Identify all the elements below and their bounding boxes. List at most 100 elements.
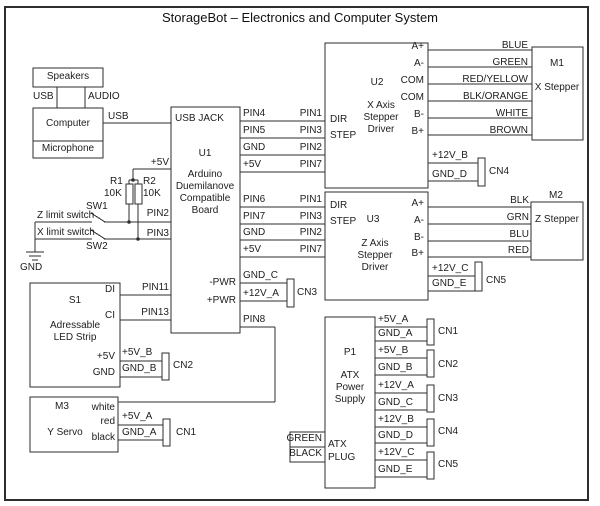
microphone-label: Microphone — [41, 143, 95, 154]
cn1-connector — [162, 418, 171, 447]
m2-wire-blk: BLK — [510, 195, 529, 206]
u1-pin11: PIN11 — [141, 282, 169, 293]
s1-name-2: LED Strip — [53, 332, 97, 343]
m1-wire-green: GREEN — [492, 57, 528, 68]
m3-ref: M3 — [55, 401, 69, 412]
m1-wire-redyellow: RED/YELLOW — [462, 74, 528, 85]
atx-cn5-label: CN5 — [438, 459, 459, 470]
u3-dir-label: DIR — [330, 200, 348, 211]
u3-in-pin1: PIN1 — [299, 194, 322, 205]
p1-ref: P1 — [343, 347, 357, 358]
m2-wire-grn: GRN — [506, 212, 529, 223]
u2-name-1: X Axis — [367, 100, 395, 111]
u3-out-b-plus: B+ — [411, 248, 424, 259]
gnd-e-label: GND_E — [432, 278, 467, 289]
page-title: StorageBot – Electronics and Computer Sy… — [161, 10, 439, 25]
atx-out-5-neg: GND_E — [378, 464, 413, 475]
u3-name-2: Stepper — [357, 250, 393, 261]
microphone-box — [32, 140, 104, 159]
u1-pin5-label: PIN5 — [243, 125, 266, 136]
u2-name-3: Driver — [367, 124, 395, 135]
u3-in-pin7: PIN7 — [299, 244, 322, 255]
u1-gnd1-label: GND — [243, 142, 266, 153]
plug-wire-green: GREEN — [286, 433, 322, 444]
u1-pwr-neg: -PWR — [209, 277, 236, 288]
m1-wire-white: WHITE — [495, 108, 528, 119]
gnd-a-label: GND_A — [122, 427, 157, 438]
usb-jack-label: USB JACK — [175, 113, 224, 124]
s1-name-1: Adressable — [49, 320, 101, 331]
audio-port-label: AUDIO — [88, 91, 120, 102]
u2-in-pin2: PIN2 — [299, 142, 322, 153]
u2-input-wires — [240, 120, 325, 173]
s1-box — [29, 282, 121, 388]
speaker-wires — [56, 87, 86, 108]
pin8-servo-wire — [118, 326, 276, 403]
r2-label: R2 — [143, 176, 156, 187]
m3-name: Y Servo — [47, 427, 83, 438]
switch-sw1 — [35, 212, 171, 223]
cn2-connector — [161, 352, 170, 381]
u3-out-b-minus: B- — [414, 232, 424, 243]
atx-cn1-connector — [426, 318, 435, 346]
gnd-d-label: GND_D — [432, 169, 468, 180]
led-strip-wires — [120, 294, 171, 378]
u1-name-1: Arduino — [187, 169, 223, 180]
u1-pin8-label: PIN8 — [243, 314, 266, 325]
atx-cn2-label: CN2 — [438, 359, 459, 370]
s1-di-pin: DI — [105, 284, 115, 295]
cn4-label: CN4 — [489, 166, 510, 177]
z-limit-label: Z limit switch — [37, 210, 95, 221]
resistor-r1 — [125, 183, 134, 205]
plug-wire-black: BLACK — [289, 448, 322, 459]
m2-ref: M2 — [549, 190, 563, 201]
s1-ci-pin: CI — [105, 310, 115, 321]
ground-symbol — [26, 222, 44, 261]
u1-name-2: Duemilanove — [175, 181, 235, 192]
gnd-b-label: GND_B — [122, 363, 157, 374]
u3-in-pin3: PIN3 — [299, 211, 322, 222]
m2-wire-blu: BLU — [509, 229, 529, 240]
u2-out-com1: COM — [400, 75, 424, 86]
diagram-border — [4, 6, 589, 501]
atx-cn5-connector — [426, 451, 435, 480]
s1-5v-pin: +5V — [96, 351, 115, 362]
s1-ref: S1 — [68, 295, 82, 306]
u3-in-pin2: PIN2 — [299, 227, 322, 238]
m2-wires — [428, 206, 531, 292]
atx-out-2-pos: +5V_B — [378, 345, 409, 356]
u3-ref: U3 — [366, 214, 380, 225]
u2-in-pin7: PIN7 — [299, 159, 322, 170]
cn1-label: CN1 — [176, 427, 197, 438]
u1-pin4-label: PIN4 — [243, 108, 266, 119]
atx-plug-box — [289, 431, 326, 463]
s1-gnd-pin: GND — [92, 367, 115, 378]
atx-out-3-neg: GND_C — [378, 397, 414, 408]
u2-step-label: STEP — [330, 130, 357, 141]
junction-dots — [127, 178, 140, 241]
speakers-label: Speakers — [46, 71, 90, 82]
m1-wires — [428, 49, 532, 182]
arduino-power-wires — [240, 282, 287, 302]
u3-input-wires — [240, 206, 325, 258]
u2-in-pin1: PIN1 — [299, 108, 322, 119]
cn5-label: CN5 — [486, 275, 507, 286]
atx-cn3-connector — [426, 384, 435, 413]
m3-lead-red: red — [100, 416, 115, 427]
u2-out-b-minus: B- — [414, 109, 424, 120]
u2-ref: U2 — [370, 77, 384, 88]
p1-name-1: ATX — [340, 370, 360, 381]
m2-box — [530, 201, 584, 261]
atx-out-4-neg: GND_D — [378, 430, 414, 441]
atx-cn4-label: CN4 — [438, 426, 459, 437]
m1-ref: M1 — [550, 58, 564, 69]
u3-step-label: STEP — [330, 216, 357, 227]
u3-out-a-plus: A+ — [411, 198, 424, 209]
m1-box — [531, 46, 584, 141]
u3-name-1: Z Axis — [361, 238, 389, 249]
u1-5v1-label: +5V — [243, 159, 262, 170]
atx-out-3-pos: +12V_A — [378, 380, 414, 391]
cn3-connector — [286, 278, 295, 308]
u1-name-3: Compatible — [179, 193, 231, 204]
